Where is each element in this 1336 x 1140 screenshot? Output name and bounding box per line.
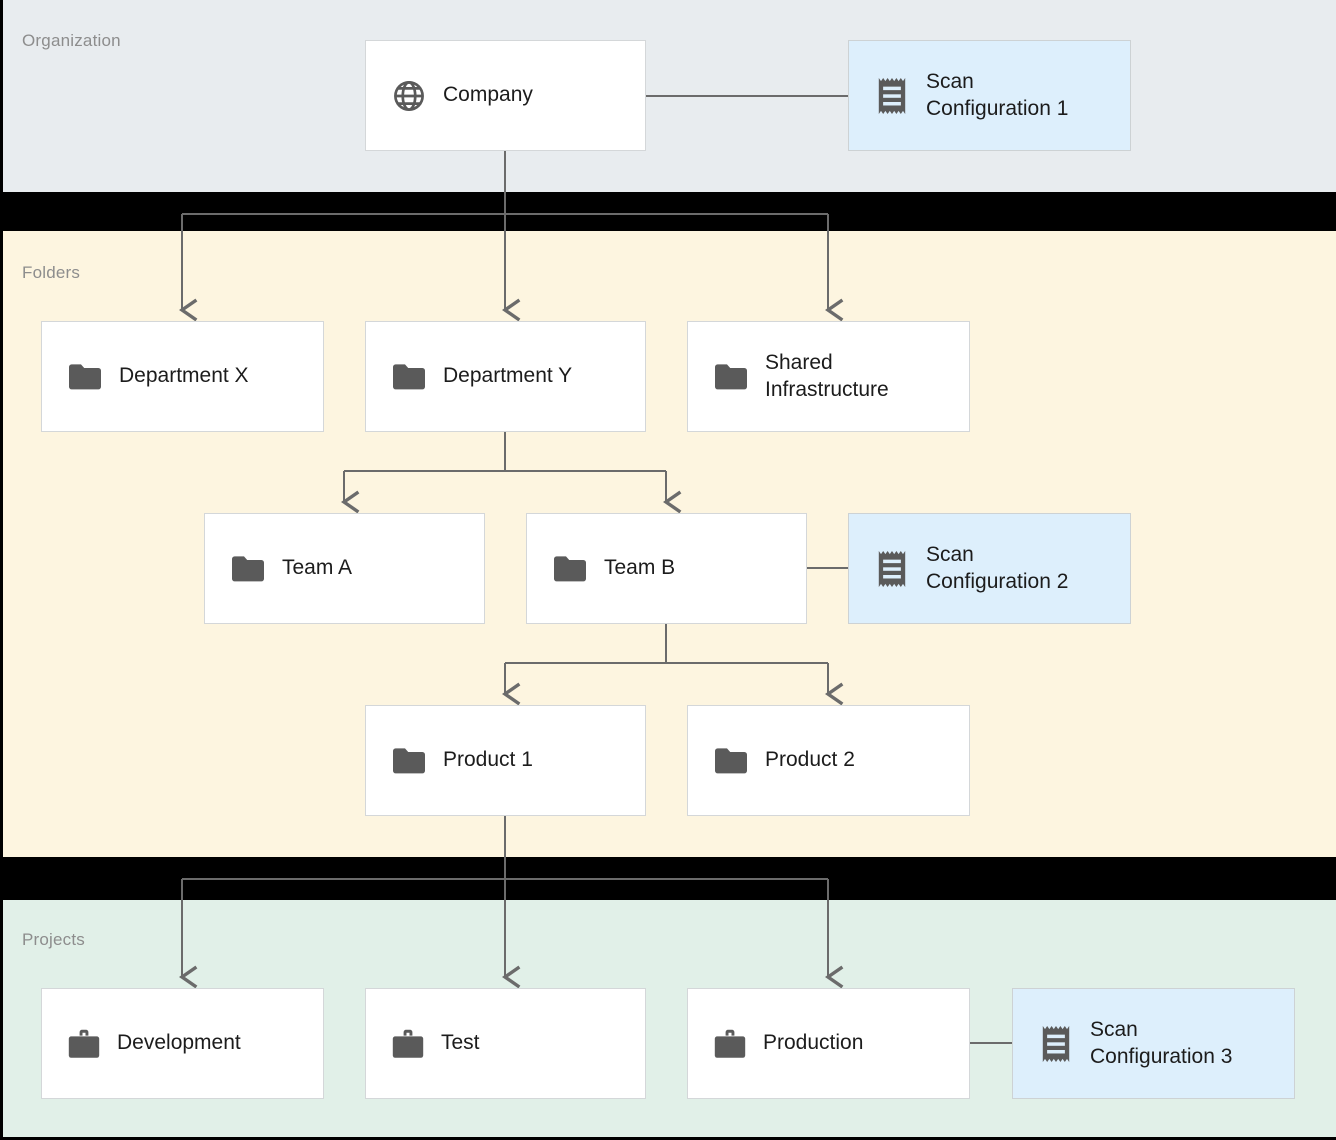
node-label: Test (441, 1031, 480, 1055)
node-label: Product 1 (443, 748, 533, 772)
folder-icon (393, 363, 425, 389)
briefcase-icon (68, 1029, 100, 1058)
node-department-y[interactable]: Department Y (365, 321, 646, 432)
node-label: Scan Configuration 3 (1090, 1017, 1233, 1068)
receipt-icon (878, 550, 906, 587)
node-product-1[interactable]: Product 1 (365, 705, 646, 816)
node-label: Team B (604, 556, 676, 580)
folder-icon (554, 555, 586, 581)
folder-icon (715, 747, 747, 773)
node-label: Scan Configuration 2 (926, 542, 1069, 593)
node-label: Product 2 (765, 748, 855, 772)
briefcase-icon (714, 1029, 746, 1058)
folder-icon (715, 363, 747, 389)
node-scan-configuration-3[interactable]: Scan Configuration 3 (1012, 988, 1295, 1099)
section-label-projects: Projects (22, 930, 86, 949)
node-production[interactable]: Production (687, 988, 970, 1099)
section-label-organization: Organization (22, 31, 121, 50)
folder-icon (232, 555, 264, 581)
node-test[interactable]: Test (365, 988, 646, 1099)
node-product-2[interactable]: Product 2 (687, 705, 970, 816)
node-scan-configuration-2[interactable]: Scan Configuration 2 (848, 513, 1131, 624)
section-label-folders: Folders (22, 263, 81, 282)
node-label: Team A (282, 556, 353, 580)
node-company[interactable]: Company (365, 40, 646, 151)
node-label: Company (443, 83, 533, 107)
folder-icon (69, 363, 101, 389)
node-label: Development (117, 1031, 241, 1055)
receipt-icon (878, 77, 906, 114)
folder-icon (393, 747, 425, 773)
node-label: Scan Configuration 1 (926, 69, 1069, 120)
briefcase-icon (392, 1029, 424, 1058)
node-scan-configuration-1[interactable]: Scan Configuration 1 (848, 40, 1131, 151)
node-label: Department X (119, 364, 249, 388)
receipt-icon (1042, 1025, 1070, 1062)
node-team-a[interactable]: Team A (204, 513, 485, 624)
node-label: Department Y (443, 364, 573, 388)
node-label: Shared Infrastructure (765, 350, 889, 401)
node-development[interactable]: Development (41, 988, 324, 1099)
node-team-b[interactable]: Team B (526, 513, 807, 624)
node-label: Production (763, 1031, 864, 1055)
globe-icon (394, 80, 424, 111)
node-department-x[interactable]: Department X (41, 321, 324, 432)
node-shared-infrastructure[interactable]: Shared Infrastructure (687, 321, 970, 432)
